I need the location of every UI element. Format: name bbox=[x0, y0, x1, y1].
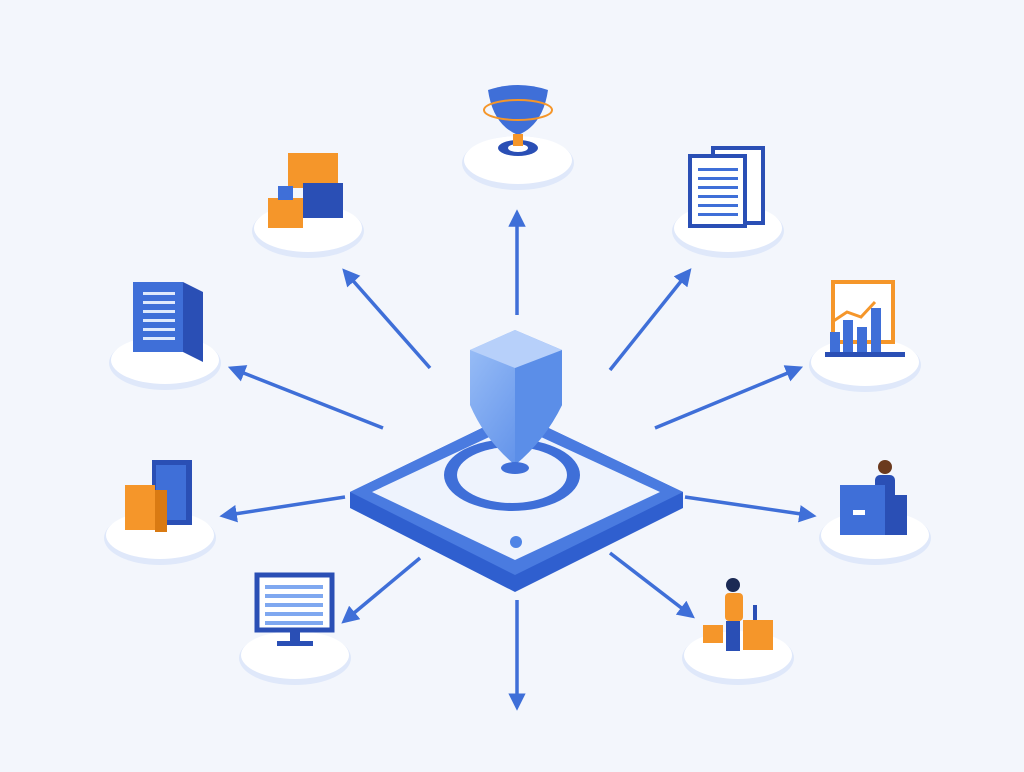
connector-arrows bbox=[219, 209, 817, 711]
central-hub-platform bbox=[350, 330, 683, 592]
node-base bbox=[241, 631, 349, 679]
person-with-luggage-icon bbox=[703, 578, 773, 651]
node-person-with-luggage bbox=[682, 578, 794, 685]
node-trophy bbox=[462, 85, 574, 190]
boxes-icon bbox=[268, 153, 343, 228]
connector-arrow bbox=[608, 268, 692, 372]
node-folder bbox=[104, 460, 216, 565]
nodes bbox=[104, 85, 931, 685]
person-at-desk-icon bbox=[840, 460, 907, 535]
monitor-icon bbox=[254, 572, 335, 646]
connector-arrow bbox=[227, 365, 384, 430]
node-base bbox=[464, 136, 572, 184]
connector-arrow bbox=[342, 268, 432, 370]
node-documents bbox=[672, 146, 784, 258]
connector-arrow bbox=[608, 551, 695, 619]
node-server bbox=[109, 282, 221, 390]
node-boxes bbox=[252, 153, 364, 258]
connector-arrow bbox=[654, 365, 804, 430]
documents-icon bbox=[688, 146, 765, 228]
connector-arrow bbox=[684, 495, 817, 523]
node-monitor bbox=[239, 572, 351, 685]
folder-icon bbox=[125, 460, 192, 532]
node-bar-chart bbox=[809, 280, 921, 392]
shield-icon bbox=[470, 330, 562, 474]
server-icon bbox=[133, 282, 203, 362]
trophy-icon bbox=[483, 85, 553, 156]
connector-arrow bbox=[219, 495, 346, 523]
connector-arrow bbox=[341, 556, 422, 624]
bar-chart-icon bbox=[825, 280, 905, 357]
platform-light bbox=[510, 536, 522, 548]
node-person-at-desk bbox=[819, 460, 931, 565]
